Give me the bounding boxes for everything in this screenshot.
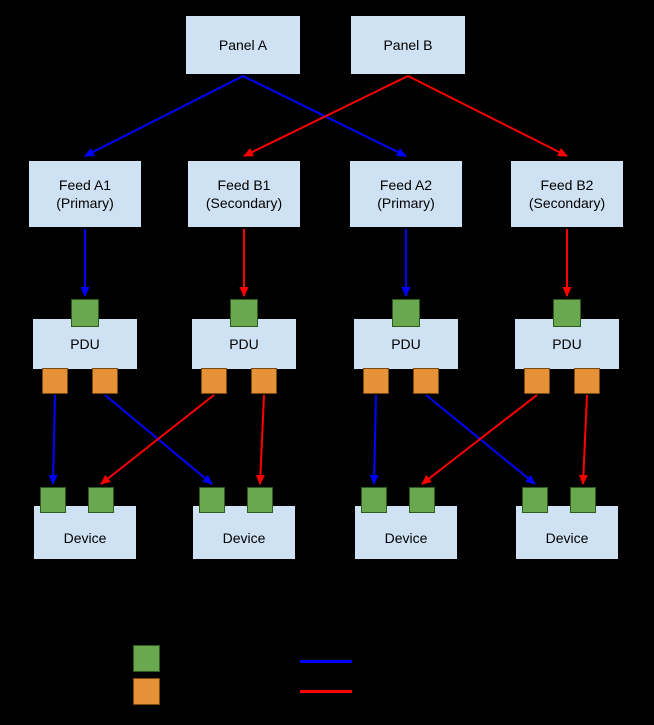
device-1-input-port-1 xyxy=(40,487,66,513)
feed-b2-label-line1: Feed B2 xyxy=(540,177,594,193)
pdu-4-label: PDU xyxy=(552,336,582,352)
device-1-input-port-2 xyxy=(88,487,114,513)
edge-pdu2.out2-to-device2.in2 xyxy=(255,394,265,485)
feed-b1-node: Feed B1 (Secondary) xyxy=(187,160,301,228)
feed-a1-label-line2: (Primary) xyxy=(56,195,114,211)
feed-b2-node: Feed B2 (Secondary) xyxy=(510,160,624,228)
device-2-node: Device xyxy=(192,505,296,560)
panel-b-node: Panel B xyxy=(350,15,466,75)
device-3-input-port-2 xyxy=(409,487,435,513)
edge-pdu4.out1-to-device3.in2 xyxy=(421,394,538,485)
pdu-2-label: PDU xyxy=(229,336,259,352)
feed-b2-label-line2: (Secondary) xyxy=(528,195,606,211)
panel-a-node: Panel A xyxy=(185,15,301,75)
pdu-3-output-port-1 xyxy=(363,368,389,394)
feed-b1-label-line2: (Secondary) xyxy=(205,195,283,211)
pdu-3-label: PDU xyxy=(391,336,421,352)
edge-panelB-to-feedB1 xyxy=(243,75,409,157)
pdu-1-output-port-2 xyxy=(92,368,118,394)
feed-a2-node: Feed A2 (Primary) xyxy=(349,160,463,228)
pdu-3-output-port-2 xyxy=(413,368,439,394)
edge-panelA-to-feedA1 xyxy=(84,75,244,157)
device-3-input-port-1 xyxy=(361,487,387,513)
device-4-label: Device xyxy=(545,530,589,546)
pdu-2-input-port xyxy=(230,299,258,327)
device-2-label: Device xyxy=(222,530,266,546)
pdu-1-label: PDU xyxy=(70,336,100,352)
edge-pdu4.out2-to-device4.in2 xyxy=(578,394,588,485)
device-4-input-port-2 xyxy=(570,487,596,513)
edge-pdu3.out2-to-device4.in1 xyxy=(425,394,536,485)
edge-pdu1.out2-to-device2.in1 xyxy=(104,394,213,485)
pdu-4-output-port-1 xyxy=(524,368,550,394)
feed-a2-label-line1: Feed A2 xyxy=(379,177,433,193)
panel-a-label: Panel A xyxy=(218,37,268,53)
pdu-1-node: PDU xyxy=(32,318,138,370)
feed-a2-label-line2: (Primary) xyxy=(377,195,435,211)
legend-primary-feed-line xyxy=(300,660,352,663)
panel-b-label: Panel B xyxy=(383,37,433,53)
device-2-input-port-1 xyxy=(199,487,225,513)
device-4-node: Device xyxy=(515,505,619,560)
feed-a1-node: Feed A1 (Primary) xyxy=(28,160,142,228)
device-3-node: Device xyxy=(354,505,458,560)
pdu-1-output-port-1 xyxy=(42,368,68,394)
pdu-2-output-port-2 xyxy=(251,368,277,394)
pdu-1-input-port xyxy=(71,299,99,327)
edge-pdu3.out1-to-device3.in1 xyxy=(369,394,379,485)
pdu-4-output-port-2 xyxy=(574,368,600,394)
device-2-input-port-2 xyxy=(247,487,273,513)
edge-pdu1.out1-to-device1.in1 xyxy=(48,394,58,485)
device-3-label: Device xyxy=(384,530,428,546)
edge-panelB-to-feedB2 xyxy=(407,75,568,157)
legend-input-port-swatch xyxy=(133,645,160,672)
feed-b1-label-line1: Feed B1 xyxy=(217,177,271,193)
legend-output-port-swatch xyxy=(133,678,160,705)
legend-secondary-feed-line xyxy=(300,690,352,693)
pdu-2-output-port-1 xyxy=(201,368,227,394)
device-4-input-port-1 xyxy=(522,487,548,513)
pdu-4-node: PDU xyxy=(514,318,620,370)
device-1-label: Device xyxy=(63,530,107,546)
pdu-4-input-port xyxy=(553,299,581,327)
edge-panelA-to-feedA2 xyxy=(242,75,407,157)
device-1-node: Device xyxy=(33,505,137,560)
edge-pdu2.out1-to-device1.in2 xyxy=(100,394,215,485)
feed-a1-label-line1: Feed A1 xyxy=(58,177,112,193)
pdu-3-input-port xyxy=(392,299,420,327)
